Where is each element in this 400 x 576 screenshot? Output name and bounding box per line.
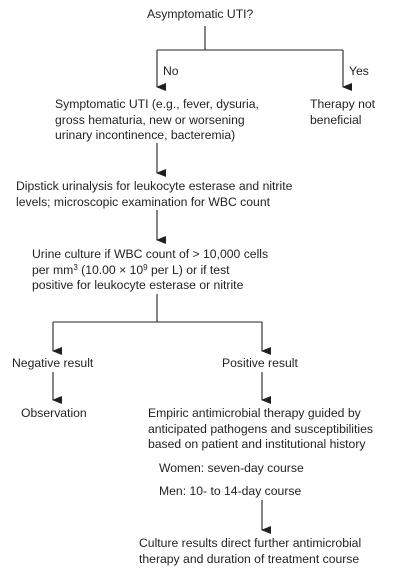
empiric-line: based on patient and institutional histo… xyxy=(148,437,366,451)
symptomatic-line: Symptomatic UTI (e.g., fever, dysuria, xyxy=(55,97,259,111)
culture-line: Urine culture if WBC count of > 10,000 c… xyxy=(32,247,269,261)
symptomatic-line: urinary incontinence, bacteremia) xyxy=(55,128,236,142)
label-yes: Yes xyxy=(349,64,369,78)
culture-results-line: therapy and duration of treatment course xyxy=(139,551,360,566)
dipstick-line: levels; microscopic examination for WBC … xyxy=(16,194,270,209)
no-therapy-line: Therapy not xyxy=(310,97,376,111)
men-course: Men: 10- to 14-day course xyxy=(159,484,302,498)
dipstick-line: Dipstick urinalysis for leukocyte estera… xyxy=(16,179,293,193)
symptomatic-line: gross hematuria, new or worsening xyxy=(55,112,245,127)
node-observation: Observation xyxy=(21,406,87,420)
culture-line: per mm3 (10.00 × 109 per L) or if test xyxy=(32,262,230,277)
culture-results-line: Culture results direct further antimicro… xyxy=(139,536,362,550)
node-root: Asymptomatic UTI? xyxy=(147,7,254,21)
women-course: Women: seven-day course xyxy=(159,461,304,475)
empiric-line: Empiric antimicrobial therapy guided by xyxy=(148,406,361,420)
culture-line: positive for leukocyte esterase or nitri… xyxy=(32,278,244,292)
empiric-line: anticipated pathogens and susceptibiliti… xyxy=(148,421,373,436)
label-no: No xyxy=(163,64,179,78)
no-therapy-line: beneficial xyxy=(310,112,362,127)
node-negative-result: Negative result xyxy=(12,356,94,370)
node-positive-result: Positive result xyxy=(222,356,298,370)
